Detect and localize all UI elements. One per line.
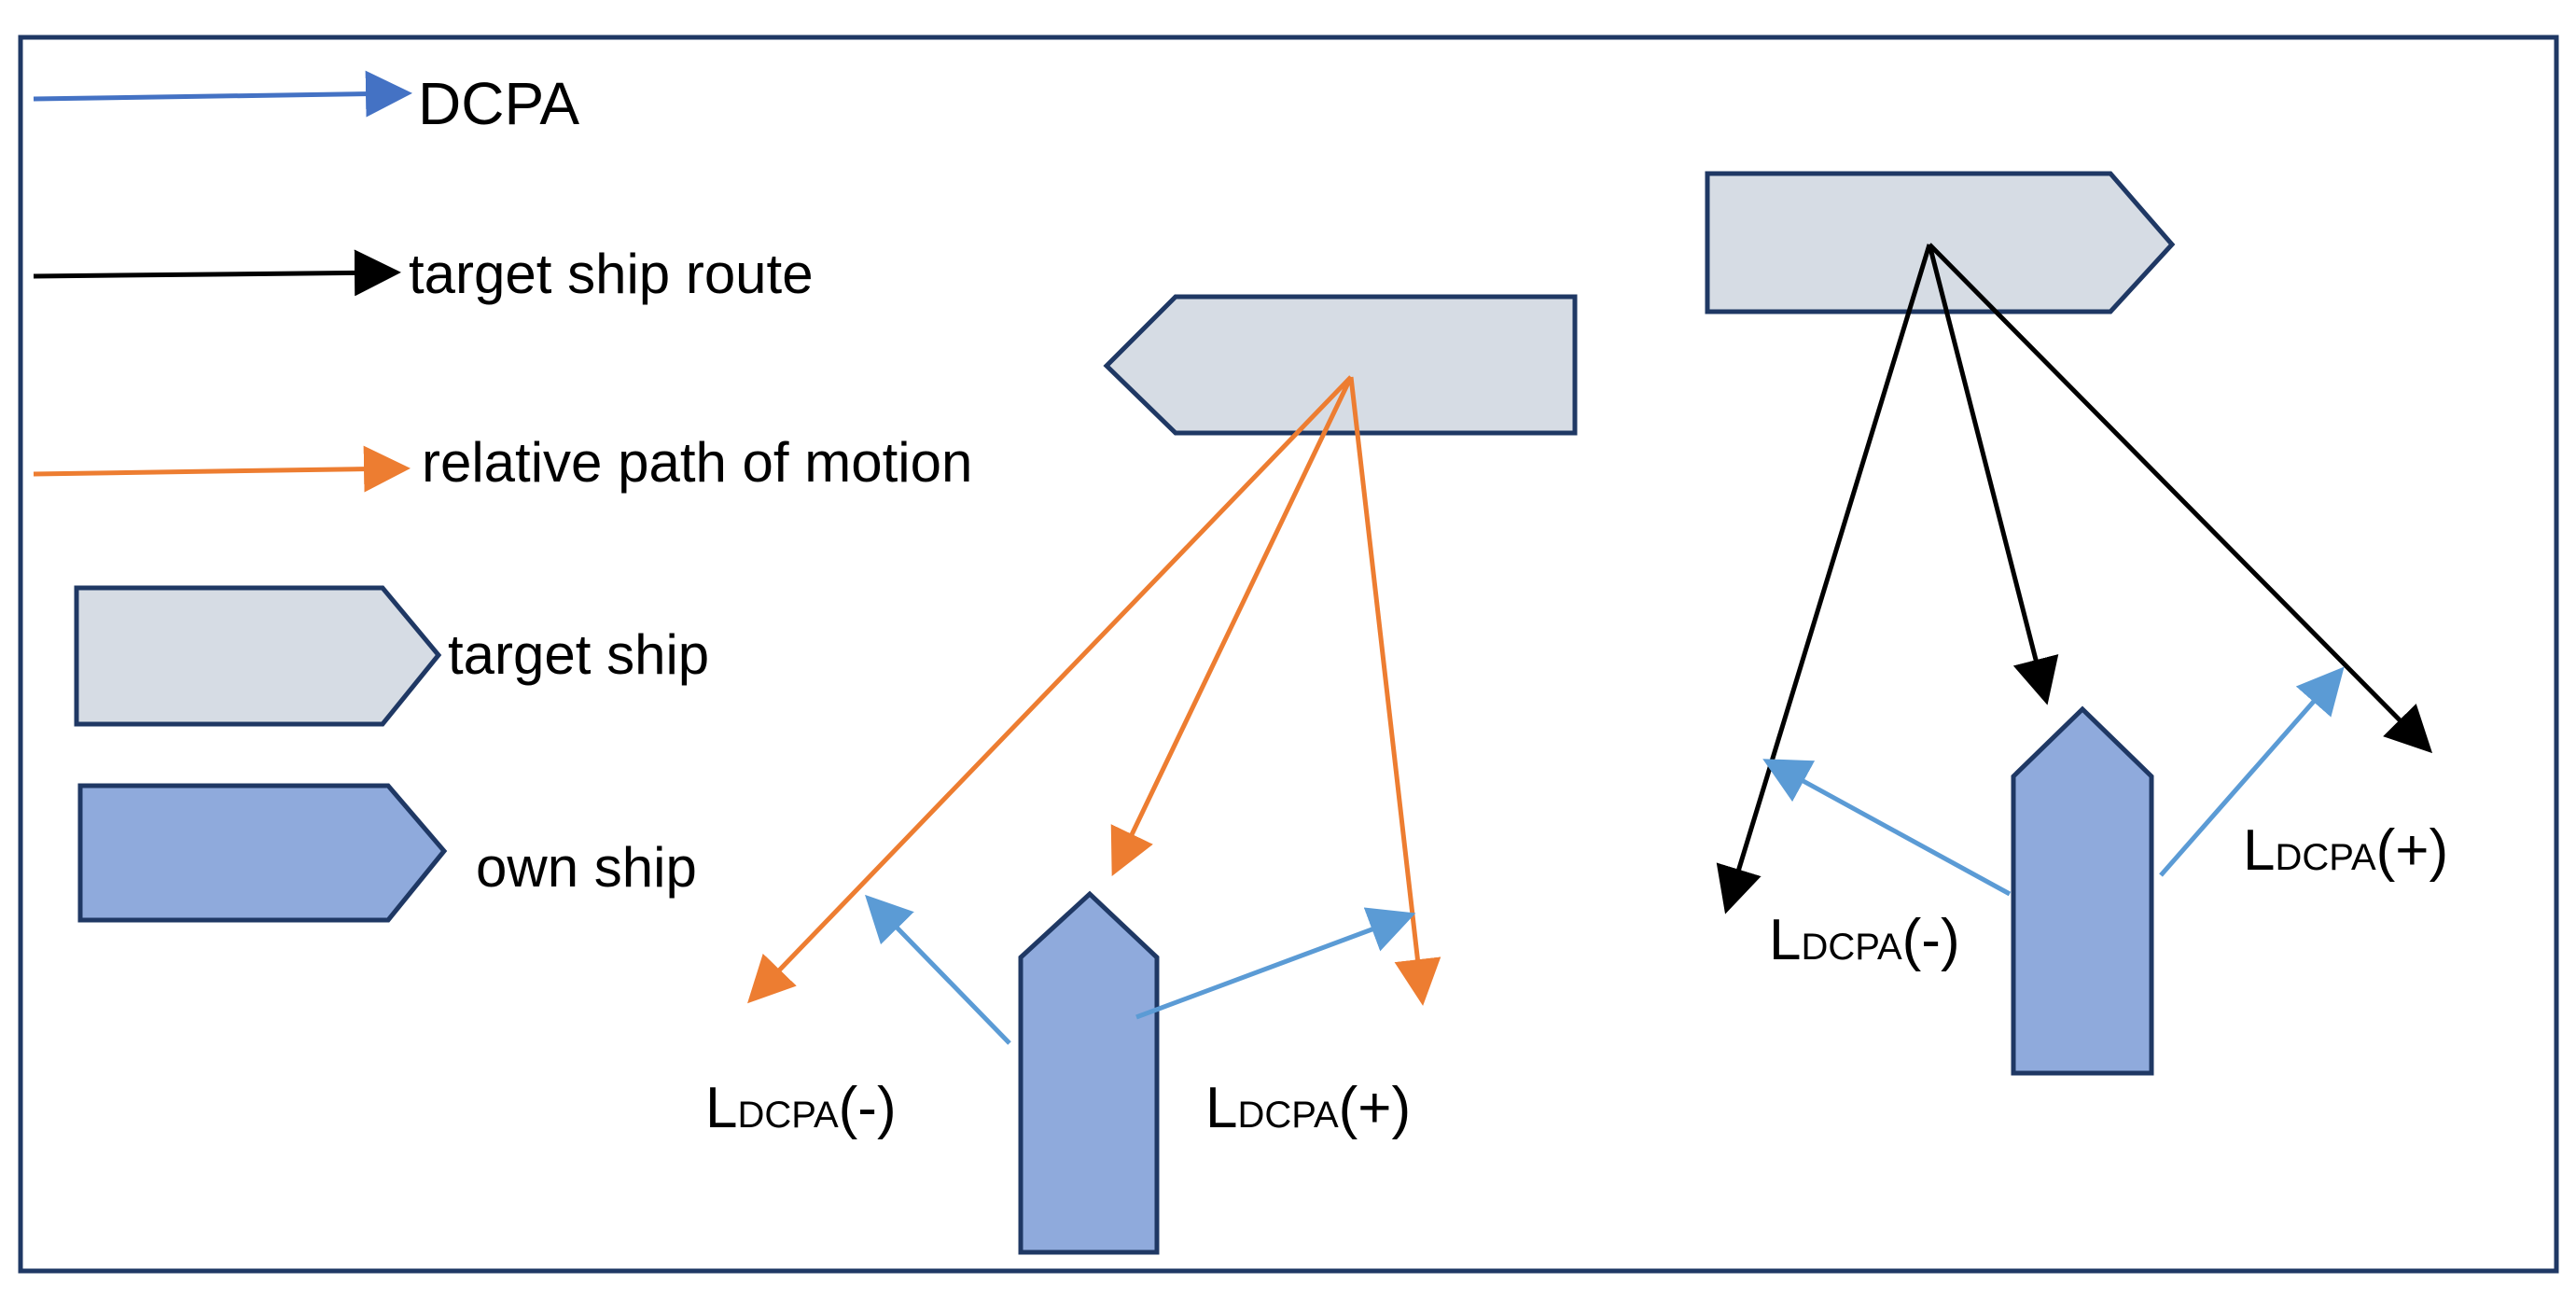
right-target-ship xyxy=(1705,171,2176,314)
dcpa-subscript: DCPA xyxy=(1801,927,1901,968)
dcpa-subscript: DCPA xyxy=(1237,1095,1338,1136)
right-own-ship xyxy=(2011,705,2154,1076)
left-target-ship xyxy=(1103,294,1578,436)
legend-relative-label: relative path of motion xyxy=(422,431,972,494)
left-relative-path-arrow-plus xyxy=(1348,376,1441,1006)
left-relative-path-arrow-minus xyxy=(747,375,1353,1004)
legend-target-ship-icon xyxy=(74,585,442,727)
legend-target-ship-label: target ship xyxy=(448,623,709,686)
dcpa-subscript: DCPA xyxy=(737,1095,838,1136)
legend-dcpa-arrow xyxy=(33,70,412,118)
l-prefix: L xyxy=(1769,908,1801,972)
left-ldcpa-plus-label: LDCPA(+) xyxy=(1205,1076,1411,1140)
plus-sign: (+) xyxy=(2376,818,2449,883)
left-dcpa-arrow-plus xyxy=(1135,907,1416,1020)
right-ldcpa-plus-label: LDCPA(+) xyxy=(2243,818,2448,883)
minus-sign: (-) xyxy=(839,1076,897,1140)
right-route-arrow-minus xyxy=(1716,244,1932,914)
minus-sign: (-) xyxy=(1902,908,1960,972)
l-prefix: L xyxy=(1205,1076,1237,1140)
legend-relative-arrow xyxy=(33,445,411,493)
right-dcpa-arrow-minus xyxy=(1762,759,2012,897)
legend-route-arrow xyxy=(33,249,401,297)
right-ldcpa-minus-label: LDCPA(-) xyxy=(1769,908,1960,972)
right-dcpa-arrow-plus xyxy=(2159,666,2345,877)
legend-route-label: target ship route xyxy=(409,243,814,305)
right-route-arrow-center xyxy=(1927,244,2059,705)
legend-own-ship-label: own ship xyxy=(476,836,697,899)
dcpa-subscript: DCPA xyxy=(2275,837,2375,878)
l-prefix: L xyxy=(2243,818,2275,883)
legend-dcpa-label: DCPA xyxy=(418,70,579,137)
left-dcpa-arrow-minus xyxy=(865,894,1011,1045)
right-route-arrow-plus xyxy=(1928,243,2433,754)
left-relative-path-arrow-center xyxy=(1110,375,1354,877)
plus-sign: (+) xyxy=(1339,1076,1412,1140)
legend-own-ship-icon xyxy=(77,783,448,923)
left-own-ship xyxy=(1018,890,1160,1255)
left-ldcpa-minus-label: LDCPA(-) xyxy=(705,1076,897,1140)
l-prefix: L xyxy=(705,1076,737,1140)
